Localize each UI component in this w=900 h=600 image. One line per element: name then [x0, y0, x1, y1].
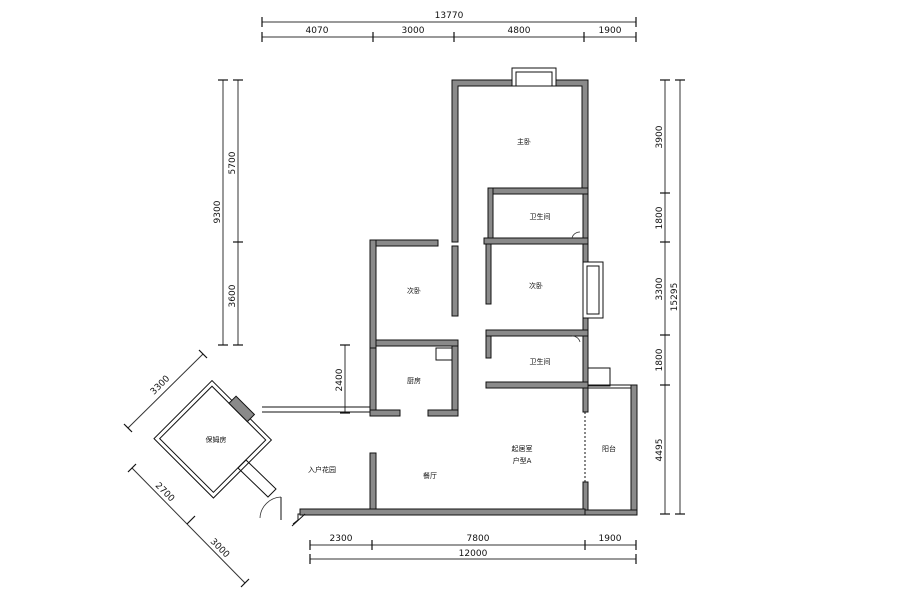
- left-dim-1: 5700: [228, 151, 238, 174]
- top-dim-2: 3000: [402, 26, 425, 36]
- left-dim-2: 3600: [228, 284, 238, 307]
- left-dimensions: 9300 5700 3600 2400: [213, 79, 350, 414]
- right-dim-5: 4495: [655, 439, 665, 462]
- top-dim-3: 4800: [508, 26, 531, 36]
- bottom-dim-3: 1900: [599, 534, 622, 544]
- room-label-secondary-bedroom-left: 次卧: [407, 286, 421, 295]
- right-dim-2: 1800: [655, 206, 665, 229]
- bottom-total-dim: 12000: [459, 549, 488, 559]
- room-label-nanny-room: 保姆房: [206, 435, 227, 444]
- room-label-bathroom-1: 卫生间: [530, 212, 551, 221]
- bottom-dim-2: 7800: [467, 534, 490, 544]
- right-dim-1: 3900: [655, 125, 665, 148]
- room-label-unit-type: 户型A: [513, 456, 532, 465]
- room-label-secondary-bedroom-right: 次卧: [529, 281, 543, 290]
- top-dimensions: 13770 4070 3000 4800 1900: [261, 11, 637, 42]
- room-label-dining-room: 餐厅: [423, 471, 437, 480]
- right-dim-3: 3300: [655, 277, 665, 300]
- bottom-dim-1: 2300: [330, 534, 353, 544]
- room-label-entrance-garden: 入户花园: [308, 465, 336, 474]
- room-label-kitchen: 厨房: [407, 376, 421, 385]
- right-dim-4: 1800: [655, 348, 665, 371]
- room-labels: 主卧 卫生间 次卧 次卧 卫生间 厨房 保姆房 入户花园 餐厅 起居室 户型A …: [206, 137, 617, 480]
- top-total-dim: 13770: [435, 11, 464, 21]
- top-dim-4: 1900: [599, 26, 622, 36]
- room-label-living-room: 起居室: [512, 444, 533, 453]
- top-dim-1: 4070: [306, 26, 329, 36]
- diag-top-dim: 3300: [149, 374, 172, 397]
- left-total-dim: 9300: [213, 200, 223, 223]
- left-kitchen-dim: 2400: [335, 368, 345, 391]
- room-label-bathroom-2: 卫生间: [530, 357, 551, 366]
- room-label-balcony: 阳台: [602, 444, 616, 453]
- bottom-dimensions: 2300 7800 1900 12000: [309, 534, 637, 564]
- room-label-master-bedroom: 主卧: [517, 137, 531, 146]
- right-dimensions: 3900 1800 3300 1800 4495 15295: [655, 79, 685, 515]
- right-total-dim: 15295: [670, 283, 680, 312]
- walls: [153, 67, 638, 527]
- diagonal-dimensions: 3300 2700 3000: [123, 349, 250, 588]
